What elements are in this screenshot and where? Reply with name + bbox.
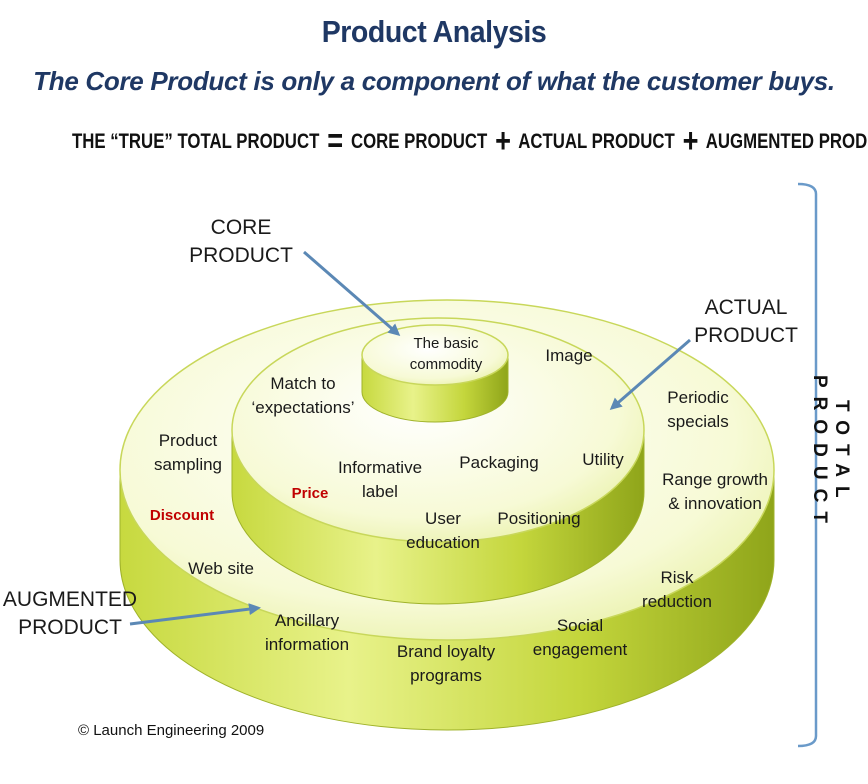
- actual-label-user-education: User education: [406, 509, 480, 552]
- actual-product-callout: ACTUAL PRODUCT: [694, 296, 798, 347]
- actual-arrow: [609, 338, 691, 410]
- augmented-label-social-engagement: Social engagement: [532, 616, 628, 659]
- actual-label-positioning: Positioning: [497, 509, 581, 528]
- plus-sign-2: +: [682, 122, 699, 160]
- actual-label-utility: Utility: [582, 450, 624, 469]
- total-bracket: [797, 182, 818, 748]
- augmented-label-product-sampling: Product sampling: [153, 431, 223, 474]
- equation-actual: ACTUAL PRODUCT: [518, 130, 675, 153]
- copyright-notice: © Launch Engineering 2009: [78, 722, 265, 739]
- augmented-label-risk-reduction: Risk reduction: [642, 568, 712, 611]
- augmented-label-web-site: Web site: [188, 559, 254, 578]
- equation-core: CORE PRODUCT: [350, 130, 488, 153]
- augmented-label-range-growth: Range growth & innovation: [662, 470, 768, 513]
- augmented-label-periodic-specials: Periodic specials: [667, 388, 729, 431]
- core-disc: [361, 324, 509, 423]
- total-product-label: TOTAL PRODUCT: [809, 374, 852, 532]
- augmented-arrow: [129, 603, 261, 626]
- actual-label-informative-label: Informative label: [337, 458, 423, 501]
- augmented-label-ancillary-information: Ancillary information: [264, 611, 350, 654]
- core-label-basic-commodity: The basic commodity: [409, 335, 483, 373]
- actual-label-price: Price: [291, 485, 329, 502]
- core-arrow: [303, 250, 401, 336]
- actual-disc: [231, 317, 645, 605]
- page-title: Product Analysis: [321, 14, 547, 49]
- actual-label-image: Image: [545, 346, 593, 365]
- equation-augmented: AUGMENTED PRODUCT: [705, 130, 868, 153]
- page-subtitle: The Core Product is only a component of …: [33, 66, 835, 96]
- equation-lhs: THE “TRUE” TOTAL PRODUCT: [72, 130, 320, 153]
- equals-sign: =: [327, 122, 344, 160]
- actual-label-packaging: Packaging: [459, 453, 539, 472]
- augmented-label-brand-loyalty: Brand loyalty programs: [396, 642, 496, 685]
- augmented-label-discount: Discount: [149, 507, 215, 524]
- actual-label-match-expectations: Match to ‘expectations’: [251, 374, 355, 417]
- core-product-callout: CORE PRODUCT: [189, 216, 293, 267]
- total-product-equation: THE “TRUE” TOTAL PRODUCT = CORE PRODUCT …: [72, 122, 868, 161]
- plus-sign-1: +: [495, 122, 512, 160]
- augmented-product-callout: AUGMENTED PRODUCT: [2, 588, 138, 639]
